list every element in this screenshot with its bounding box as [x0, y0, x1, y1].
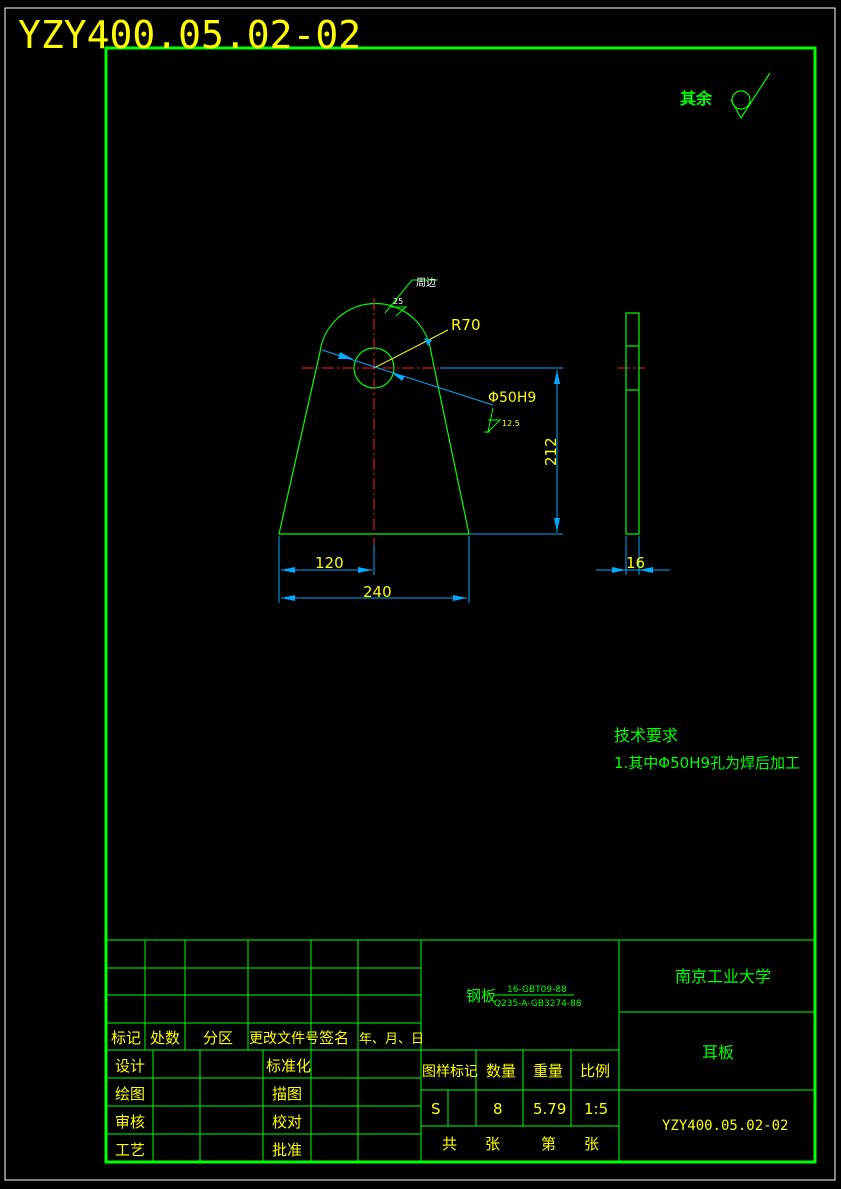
thickness-label: 16 — [626, 554, 645, 572]
role-trace: 描图 — [272, 1085, 302, 1103]
material-name: 钢板 — [466, 987, 496, 1005]
rev-header-date: 年、月、日 — [359, 1032, 424, 1047]
sheet-total: 共 — [442, 1135, 457, 1153]
height-dimension — [440, 367, 563, 535]
roughness-rest-icon — [730, 72, 771, 120]
roughness-rest-label: 其余 — [680, 89, 713, 108]
rev-header-doc: 更改文件号 — [249, 1031, 319, 1047]
outer-frame — [4, 7, 836, 1181]
radius-label: R70 — [451, 316, 481, 334]
info-value-weight: 5.79 — [533, 1100, 566, 1118]
info-value-scale: 1:5 — [584, 1100, 608, 1118]
weld-symbol — [384, 279, 438, 317]
half-width-arrow-left — [281, 567, 295, 573]
role-design: 设计 — [115, 1057, 145, 1075]
tech-item-1: 1.其中Φ50H9孔为焊后加工 — [614, 754, 800, 772]
material-spec-top: 16-GBT09-88 — [507, 985, 567, 995]
role-draw: 绘图 — [115, 1085, 145, 1103]
info-header-qty: 数量 — [486, 1062, 516, 1080]
role-process: 工艺 — [115, 1141, 145, 1159]
info-header-mark: 图样标记 — [422, 1064, 478, 1080]
role-standard: 标准化 — [266, 1057, 311, 1075]
sheet-unit-2: 张 — [584, 1135, 599, 1153]
school-name: 南京工业大学 — [675, 967, 771, 986]
sheet-current: 第 — [541, 1135, 556, 1153]
hole-label: Φ50H9 — [488, 390, 536, 406]
role-check: 校对 — [272, 1113, 302, 1131]
inner-frame — [104, 46, 817, 1164]
rev-header-sign: 签名 — [319, 1029, 349, 1047]
info-value-mark: S — [431, 1100, 441, 1118]
material-spec-bottom: Q235-A-GB3274-88 — [494, 999, 582, 1009]
sheet-unit-1: 张 — [485, 1135, 500, 1153]
tech-title: 技术要求 — [614, 726, 678, 745]
height-arrow-bottom — [554, 518, 560, 532]
drawing-number-top: YZY400.05.02-02 — [18, 13, 361, 57]
rev-header-mark: 标记 — [111, 1029, 141, 1047]
thickness-arrow-left — [612, 567, 626, 573]
half-width-arrow-right — [358, 567, 372, 573]
radius-leader — [373, 329, 449, 369]
width-dimension — [278, 536, 470, 603]
info-value-qty: 8 — [493, 1100, 503, 1118]
title-block-grid — [106, 939, 815, 1162]
rev-header-zone: 分区 — [203, 1029, 233, 1047]
drawing-number: YZY400.05.02-02 — [662, 1118, 788, 1134]
thickness-arrow-right — [639, 567, 653, 573]
weld-size: 25 — [393, 297, 403, 306]
width-label: 240 — [363, 583, 392, 601]
part-name: 耳板 — [702, 1043, 734, 1062]
hole-roughness-value: 12.5 — [502, 419, 520, 428]
height-arrow-top — [554, 370, 560, 384]
width-arrow-left — [281, 595, 295, 601]
role-approve: 批准 — [272, 1141, 302, 1159]
width-arrow-right — [453, 595, 467, 601]
info-header-scale: 比例 — [580, 1062, 610, 1080]
height-label: 212 — [542, 437, 560, 466]
info-header-weight: 重量 — [533, 1062, 563, 1080]
center-lines — [302, 298, 645, 545]
half-width-label: 120 — [315, 554, 344, 572]
hole-leader — [321, 349, 494, 406]
role-review: 审核 — [115, 1113, 145, 1131]
rev-header-count: 处数 — [150, 1029, 180, 1047]
thickness-dimension — [596, 536, 670, 575]
hole-roughness-icon — [484, 407, 502, 434]
side-view — [625, 312, 640, 535]
weld-label: 周边 — [416, 277, 436, 289]
